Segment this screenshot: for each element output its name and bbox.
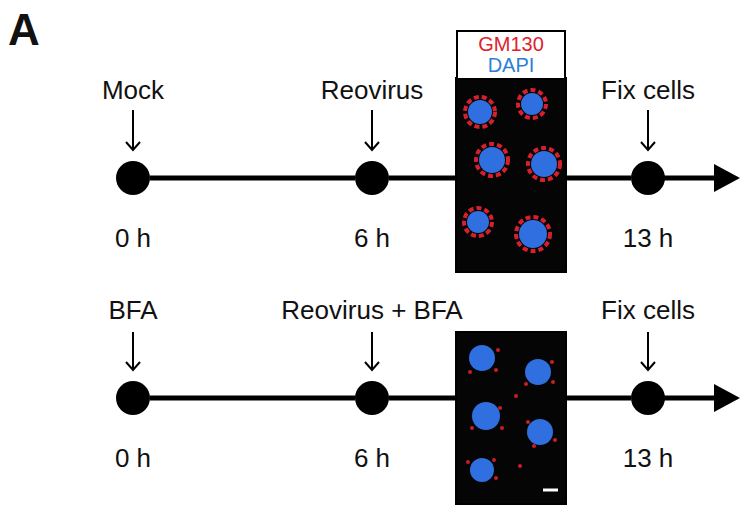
timepoint-dot: Fix cells13 h — [631, 161, 665, 195]
stain-key-box: GM130DAPI — [456, 30, 566, 80]
time-label: 6 h — [354, 223, 390, 253]
timeline-segment — [150, 396, 355, 401]
time-label: 13 h — [623, 223, 674, 253]
timeline-arrow — [648, 164, 740, 412]
stain-name: DAPI — [466, 55, 556, 76]
timepoint-dot: BFA0 h — [116, 381, 150, 415]
micrograph-mock — [456, 78, 566, 272]
treatment-label: Mock — [102, 75, 164, 105]
timeline-segment — [150, 176, 355, 181]
scale-bar — [543, 489, 558, 492]
time-label: 6 h — [354, 443, 390, 473]
micrograph-bfa — [456, 332, 566, 504]
timepoint-dot: Reovirus6 h — [355, 161, 389, 195]
time-label: 13 h — [623, 443, 674, 473]
treatment-label: Reovirus + BFA — [281, 295, 462, 325]
down-arrows — [126, 110, 655, 370]
time-label: 0 h — [115, 223, 151, 253]
timepoint-dot: Reovirus + BFA6 h — [355, 381, 389, 415]
timepoint-dot: Mock0 h — [116, 161, 150, 195]
timepoint-dot: Fix cells13 h — [631, 381, 665, 415]
time-label: 0 h — [115, 443, 151, 473]
treatment-label: BFA — [108, 295, 157, 325]
panel-label: A — [8, 6, 40, 54]
treatment-label: Fix cells — [601, 295, 695, 325]
treatment-label: Reovirus — [321, 75, 424, 105]
treatment-label: Fix cells — [601, 75, 695, 105]
stain-name: GM130 — [466, 34, 556, 55]
